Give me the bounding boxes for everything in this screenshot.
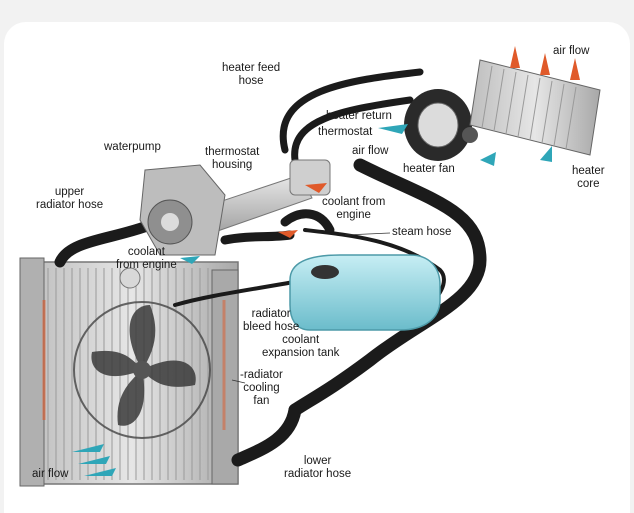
label-air-flow-mid: air flow (352, 145, 389, 157)
coolant-expansion-tank (289, 254, 441, 331)
label-coolant-from-engine-left: coolant from engine (116, 246, 177, 271)
label-upper-radiator-hose: upper radiator hose (36, 186, 104, 211)
label-lower-radiator-hose: lower radiator hose (284, 455, 352, 480)
label-coolant-expansion-tank: coolant expansion tank (262, 334, 340, 359)
label-heater-feed-hose: heater feed hose (222, 62, 281, 87)
label-waterpump: waterpump (104, 141, 161, 153)
label-thermostat-housing: thermostat housing (205, 146, 260, 171)
label-coolant-from-engine-right: coolant from engine (322, 196, 386, 221)
radiator-cooling-fan (73, 301, 211, 439)
label-air-flow-bottom: air flow (32, 468, 69, 480)
label-heater-fan: heater fan (403, 163, 455, 175)
label-air-flow-top: air flow (553, 45, 590, 57)
waterpump (139, 164, 226, 256)
label-heater-return: heater return (326, 110, 392, 122)
heater-fan (404, 89, 478, 161)
label-radiator-cooling-fan: -radiator cooling fan (240, 369, 283, 407)
hoses (54, 68, 487, 467)
label-heater-core: heater core (572, 165, 605, 190)
label-steam-hose: steam hose (392, 226, 452, 238)
label-radiator-bleed-hose: radiator bleed hose (243, 308, 300, 333)
label-thermostat: thermostat (318, 126, 373, 138)
heater-core (469, 59, 601, 156)
leader-lines (231, 232, 391, 384)
airflow-arrows (72, 46, 580, 476)
